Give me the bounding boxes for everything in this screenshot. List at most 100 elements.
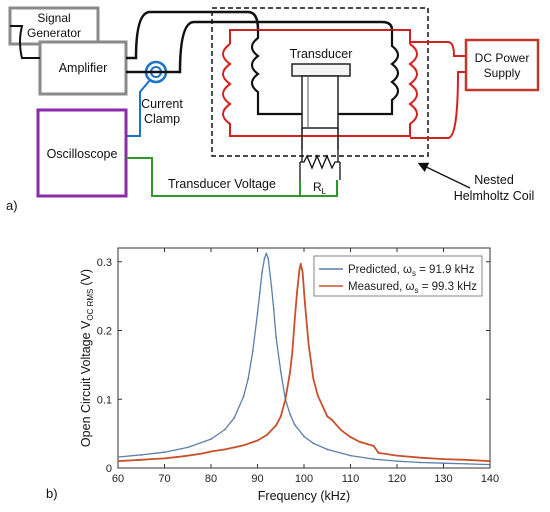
- data-point-predicted: [293, 423, 296, 426]
- y-tick-label: 0: [106, 463, 112, 475]
- data-point-predicted: [442, 462, 445, 465]
- x-tick-label: 140: [481, 473, 499, 485]
- experimental-setup-diagram: Signal Generator Amplifier Current Clamp…: [6, 6, 540, 213]
- helmholtz-callout-arrow: [417, 162, 471, 189]
- data-point-measured: [442, 458, 445, 460]
- data-point-predicted: [258, 291, 261, 294]
- y-tick-label: 0.1: [97, 394, 112, 406]
- resistor-leads: [299, 150, 341, 180]
- transducer-voltage-label: Transducer Voltage: [168, 177, 276, 191]
- data-point-measured: [293, 319, 296, 322]
- data-point-measured: [396, 454, 398, 457]
- dc-power-label-line2: Supply: [484, 66, 521, 80]
- data-point-predicted: [140, 454, 143, 456]
- amplifier-label: Amplifier: [59, 61, 108, 75]
- signal-generator-label-line2: Generator: [27, 26, 81, 40]
- x-tick-label: 60: [112, 473, 124, 485]
- x-tick-label: 90: [251, 473, 263, 485]
- current-clamp-label-line2: Clamp: [144, 112, 180, 126]
- data-point-measured: [312, 377, 315, 380]
- legend-label-measured: Measured, ωs = 99.3 kHz: [348, 281, 477, 295]
- data-point-measured: [256, 439, 259, 442]
- data-point-predicted: [251, 350, 254, 353]
- clamp-signal-wire: [126, 79, 151, 137]
- panel-b-label: b): [46, 486, 58, 501]
- data-point-measured: [419, 456, 422, 459]
- transducer-leads: [301, 128, 339, 150]
- data-point-measured: [210, 450, 212, 453]
- data-point-measured: [317, 394, 319, 397]
- data-point-measured: [331, 418, 333, 421]
- x-tick-label: 120: [388, 473, 406, 485]
- x-tick-label: 130: [434, 473, 452, 485]
- data-point-measured: [140, 458, 143, 461]
- data-point-measured: [182, 455, 185, 458]
- data-point-predicted: [419, 461, 422, 464]
- data-point-predicted: [349, 454, 352, 457]
- data-point-measured: [298, 269, 301, 271]
- data-point-predicted: [279, 370, 282, 373]
- data-point-measured: [163, 457, 166, 460]
- data-point-measured: [340, 429, 343, 432]
- data-point-predicted: [247, 377, 250, 380]
- data-point-measured: [284, 398, 287, 401]
- x-tick-label: 80: [205, 473, 217, 485]
- data-point-measured: [233, 446, 236, 449]
- data-point-measured: [265, 434, 268, 436]
- y-axis-ticks: 00.10.20.3: [97, 257, 490, 475]
- signal-generator-label-line1: Signal: [37, 11, 70, 25]
- data-point-predicted: [489, 463, 491, 466]
- dc-power-supply-box: [464, 38, 540, 92]
- data-point-predicted: [224, 428, 226, 431]
- oscilloscope-label: Oscilloscope: [47, 147, 118, 161]
- data-point-predicted: [465, 462, 468, 465]
- data-point-measured: [372, 445, 375, 447]
- x-tick-label: 100: [295, 473, 313, 485]
- data-point-measured: [299, 262, 302, 265]
- data-point-measured: [117, 460, 119, 463]
- load-resistor-label: RL: [313, 180, 327, 196]
- legend: Predicted, ωs = 91.9 kHz Measured, ωs = …: [313, 255, 483, 297]
- data-point-predicted: [272, 308, 275, 311]
- y-axis-label: Open Circuit Voltage VOC RMS(V): [79, 269, 95, 447]
- data-point-measured: [279, 415, 282, 418]
- data-point-predicted: [261, 271, 264, 273]
- data-point-measured: [358, 440, 361, 443]
- helmholtz-label-line2: Helmholtz Coil: [454, 189, 535, 203]
- data-point-measured: [326, 415, 329, 418]
- dc-power-label-line1: DC Power: [475, 51, 530, 65]
- data-point-predicted: [312, 442, 315, 445]
- data-point-predicted: [117, 456, 119, 458]
- data-point-measured: [200, 452, 203, 455]
- data-point-predicted: [186, 446, 189, 449]
- data-point-measured: [377, 451, 380, 454]
- transducer-top: [291, 63, 351, 77]
- current-clamp-label-line1: Current: [141, 97, 183, 111]
- x-tick-label: 70: [158, 473, 170, 485]
- data-point-predicted: [396, 460, 398, 463]
- data-point-predicted: [326, 448, 329, 451]
- data-point-measured: [349, 436, 352, 438]
- panel-a-label: a): [6, 198, 18, 213]
- helmholtz-enclosure: [211, 7, 429, 157]
- data-point-measured: [291, 350, 294, 353]
- data-point-measured: [307, 343, 310, 346]
- data-point-measured: [464, 458, 467, 461]
- data-point-measured: [304, 302, 306, 304]
- data-point-measured: [275, 424, 277, 427]
- data-point-predicted: [163, 451, 166, 454]
- inner-helmholtz-coil: [250, 30, 400, 116]
- outer-helmholtz-coil: [222, 29, 466, 139]
- amplifier-drive-wire-top: [126, 10, 260, 60]
- transducer-label: Transducer: [290, 47, 353, 61]
- data-point-measured: [301, 271, 304, 273]
- data-point-predicted: [233, 416, 236, 419]
- data-point-predicted: [210, 438, 212, 441]
- data-point-predicted: [270, 284, 273, 287]
- legend-box: [313, 255, 483, 297]
- oscilloscope-box: [36, 108, 128, 198]
- x-tick-label: 110: [342, 473, 360, 485]
- data-point-predicted: [289, 413, 291, 416]
- amplifier-drive-wire-bottom: [126, 20, 394, 74]
